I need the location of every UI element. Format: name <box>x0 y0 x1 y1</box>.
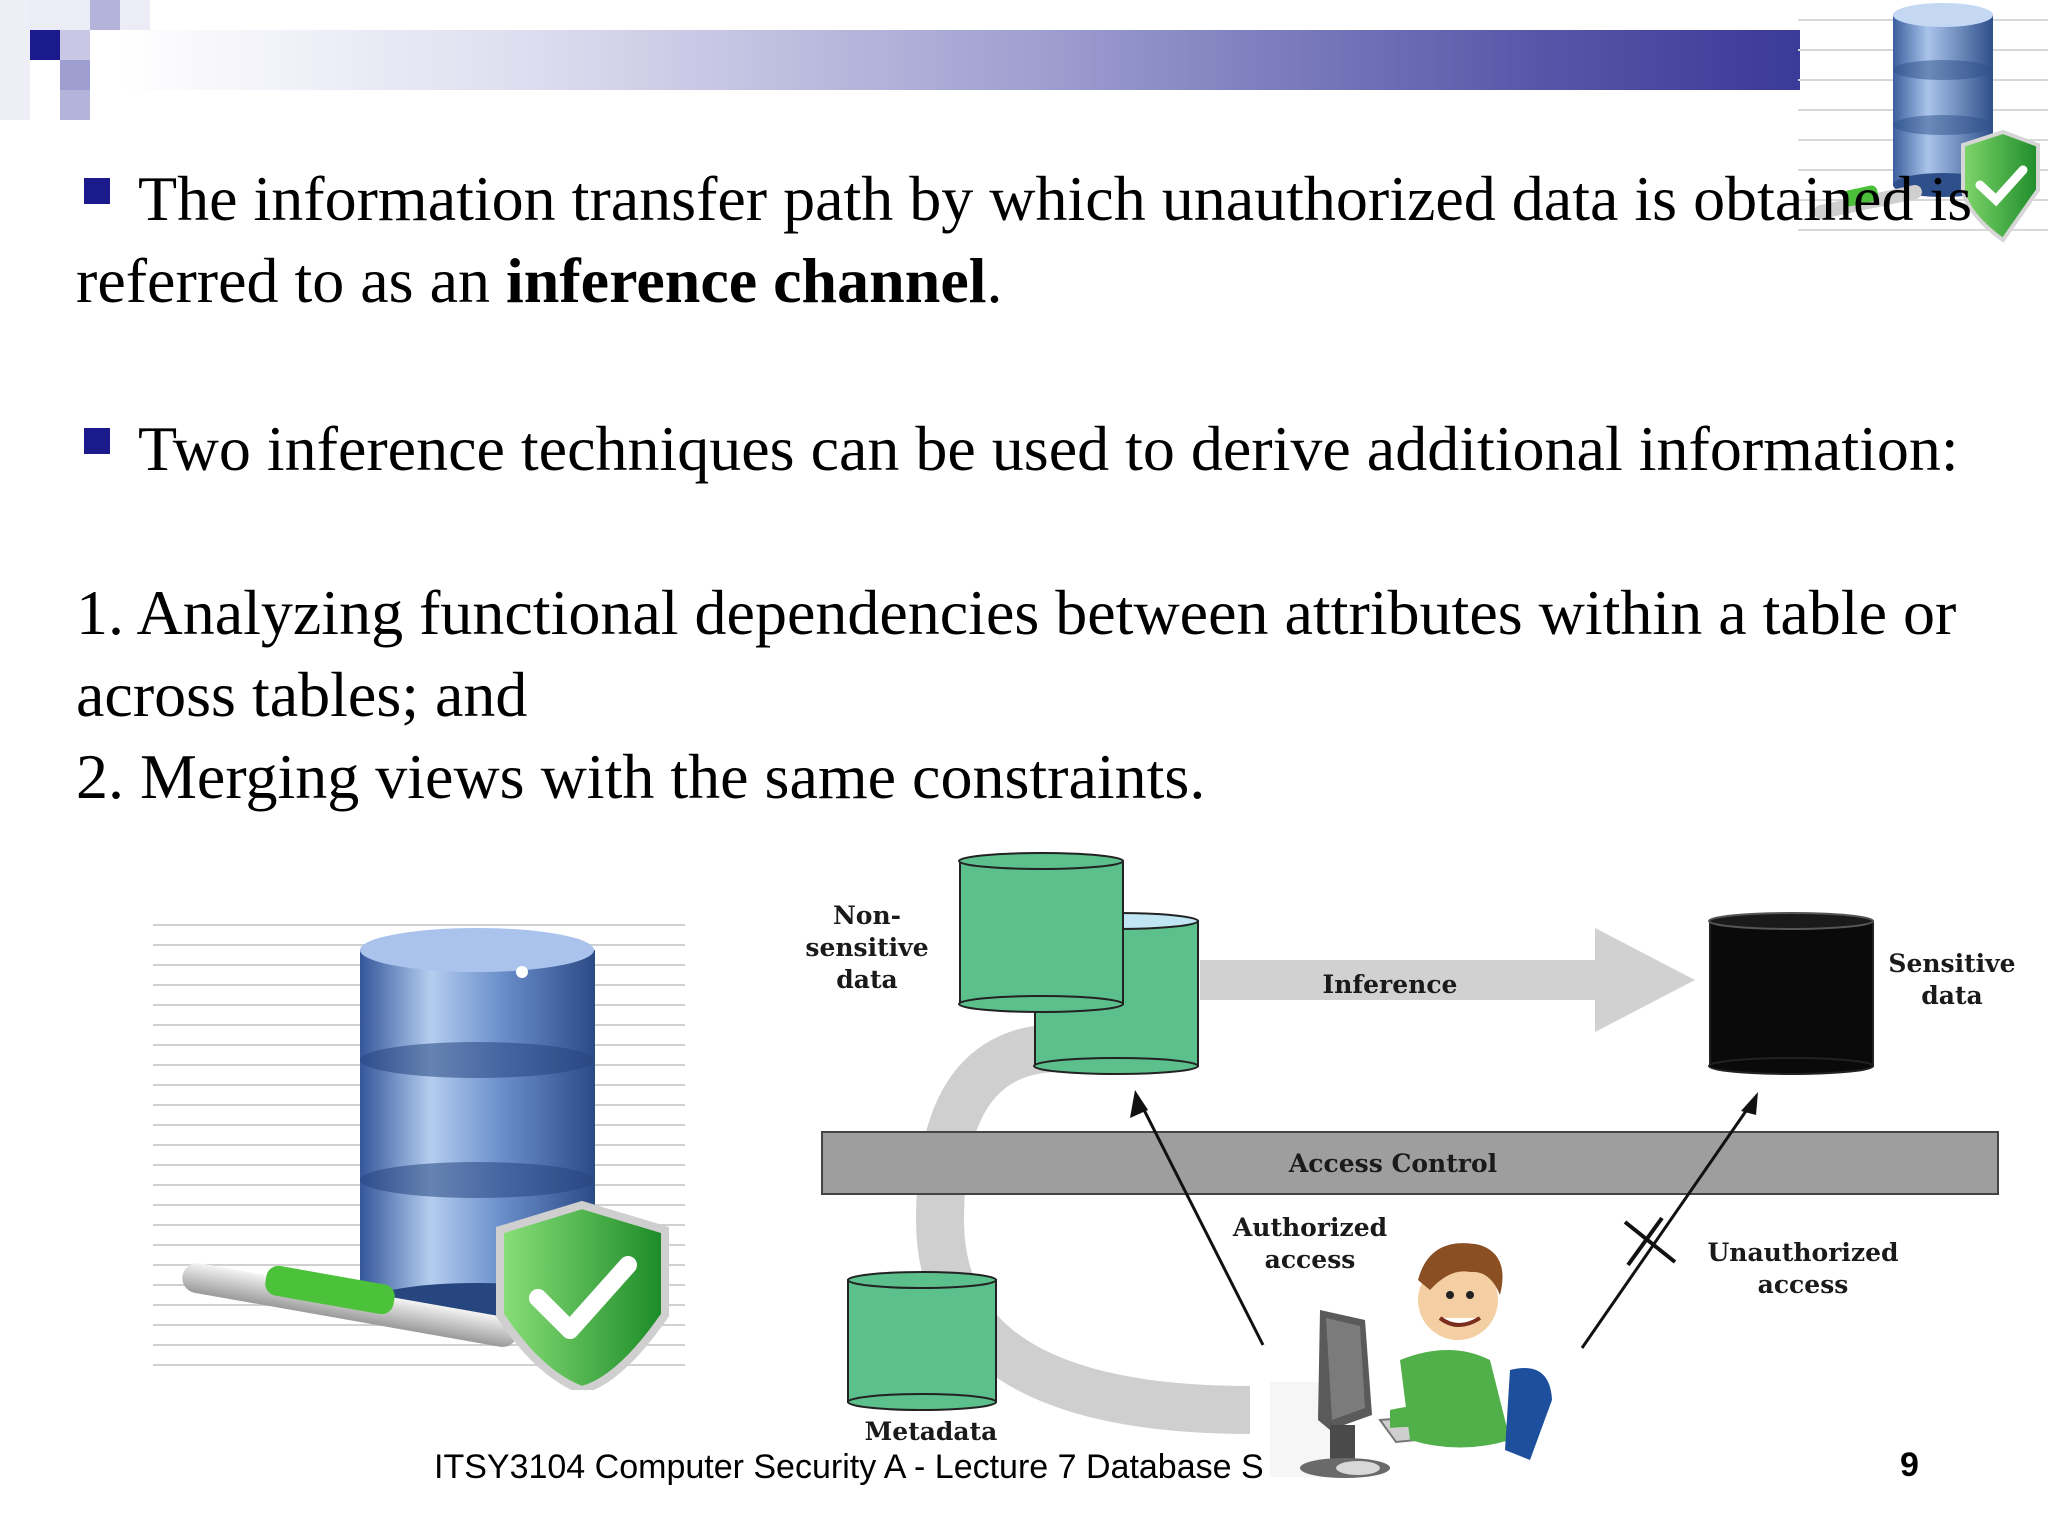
metadata-cylinder <box>847 1271 997 1411</box>
nonsensitive-data-cylinders <box>958 852 1199 1075</box>
access-control-bar <box>821 1131 1999 1195</box>
bullet2-intro: Two inference techniques can be used to … <box>138 413 1959 484</box>
authorized-label-1: Authorized <box>1232 1213 1387 1242</box>
sensitive-label-2: data <box>1921 981 1982 1010</box>
unauthorized-arrowhead <box>1741 1092 1758 1115</box>
bullet-inference-techniques: Two inference techniques can be used to … <box>76 408 1976 490</box>
footer-course-title: ITSY3104 Computer Security A - Lecture 7… <box>434 1448 1264 1486</box>
nonsensitive-label-2: sensitive <box>805 933 928 962</box>
authorized-label-2: access <box>1265 1245 1356 1274</box>
sensitive-label-1: Sensitive <box>1888 949 2015 978</box>
inference-channel-term: inference channel <box>505 245 987 316</box>
blocked-x-icon <box>1623 1216 1677 1267</box>
inference-arrow <box>1200 928 1695 1032</box>
bullet-square-icon <box>84 178 110 204</box>
bullet1-period: . <box>986 245 1003 316</box>
bullet1-text: The information transfer path by which u… <box>76 163 1973 316</box>
header-bar <box>120 30 1800 90</box>
access-control-label: Access Control <box>1288 1149 1497 1178</box>
technique-item-1: 1. Analyzing functional dependencies bet… <box>76 577 1957 730</box>
technique-item-2: 2. Merging views with the same constrain… <box>76 741 1206 812</box>
database-shield-icon <box>150 920 690 1395</box>
database-security-icon <box>1798 0 2048 250</box>
bullet-square-icon <box>84 428 110 454</box>
authorized-access-arrow <box>1136 1097 1265 1346</box>
bullet-inference-channel: The information transfer path by which u… <box>76 158 1976 322</box>
unauthorized-label-1: Unauthorized <box>1707 1238 1898 1267</box>
unauthorized-access-arrow <box>1580 1097 1757 1349</box>
inference-label: Inference <box>1323 970 1458 999</box>
sensitive-data-cylinder <box>1708 912 1874 1075</box>
nonsensitive-label-1: Non- <box>833 901 901 930</box>
metadata-flow-curve <box>915 1024 1251 1434</box>
authorized-arrowhead <box>1130 1090 1148 1118</box>
user-computer-icon <box>1270 1243 1552 1478</box>
page-number: 9 <box>1900 1446 1919 1484</box>
inference-diagram: Inference Non- sensitive data Sensitive … <box>805 852 2016 1478</box>
unauthorized-label-2: access <box>1758 1270 1849 1299</box>
nonsensitive-label-3: data <box>836 965 897 994</box>
metadata-label: Metadata <box>865 1417 998 1446</box>
